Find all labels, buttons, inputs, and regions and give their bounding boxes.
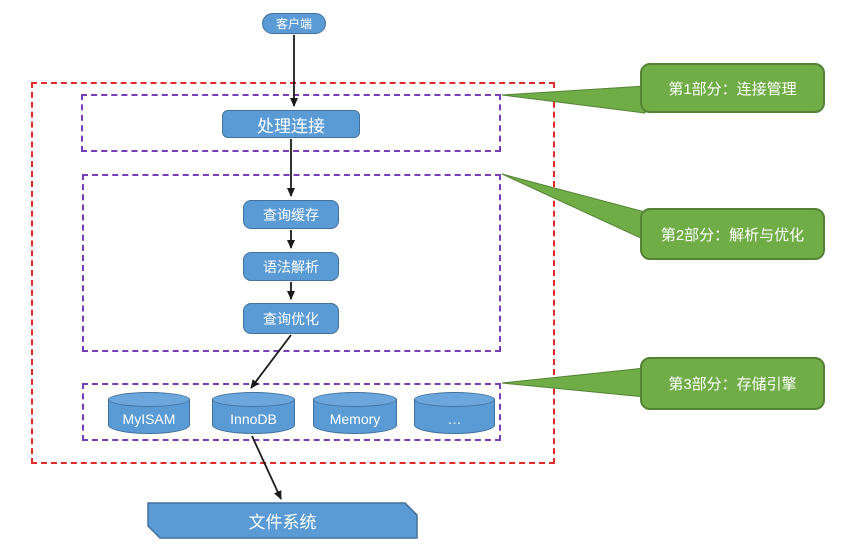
cylinder-top-ellipse	[212, 392, 295, 407]
query-cache-label: 查询缓存	[263, 206, 319, 223]
callout-part2-label: 第2部分：解析与优化	[660, 226, 805, 244]
engine-label: InnoDB	[230, 411, 277, 427]
syntax-parse-label: 语法解析	[263, 258, 319, 275]
syntax-parse-node: 语法解析	[243, 252, 339, 281]
storage-engine-region	[82, 383, 501, 441]
handle-connection-label: 处理连接	[257, 116, 325, 136]
cylinder-top-ellipse	[313, 392, 397, 407]
arrow-innodb-to-filesystem	[251, 435, 282, 500]
callout-part1-connection-management: 第1部分：连接管理	[640, 63, 825, 113]
file-system-node: 文件系统	[148, 503, 417, 538]
callout-part2-parse-optimize: 第2部分：解析与优化	[640, 208, 825, 260]
file-system-label: 文件系统	[248, 513, 317, 532]
engine-label: …	[447, 411, 462, 427]
engine-cylinder-others: …	[414, 392, 495, 434]
callout-part3-label: 第3部分：存储引擎	[668, 376, 797, 393]
engine-label: Memory	[329, 411, 381, 427]
cylinder-top-ellipse	[414, 392, 495, 407]
arrow-optimizer-to-innodb	[250, 334, 292, 389]
query-optimize-label: 查询优化	[263, 310, 319, 327]
handle-connection-node: 处理连接	[222, 110, 360, 138]
cylinder-top-ellipse	[108, 392, 190, 407]
callout-tail-2	[501, 173, 646, 241]
engine-cylinder-myisam: MyISAM	[108, 392, 190, 434]
engine-label: MyISAM	[122, 411, 176, 427]
callout-tail-1	[501, 85, 646, 114]
callout-part1-label: 第1部分：连接管理	[668, 80, 797, 98]
callout-tail-3	[501, 367, 646, 398]
engine-cylinder-innodb: InnoDB	[212, 392, 295, 434]
file-system-shape	[147, 502, 418, 539]
server-boundary-region	[31, 82, 555, 464]
client-label: 客户端	[275, 17, 312, 31]
query-optimize-node: 查询优化	[243, 303, 339, 334]
callout-part3-storage-engine: 第3部分：存储引擎	[640, 357, 825, 410]
client-node: 客户端	[262, 13, 326, 34]
query-cache-node: 查询缓存	[243, 200, 339, 229]
engine-cylinder-memory: Memory	[313, 392, 397, 434]
